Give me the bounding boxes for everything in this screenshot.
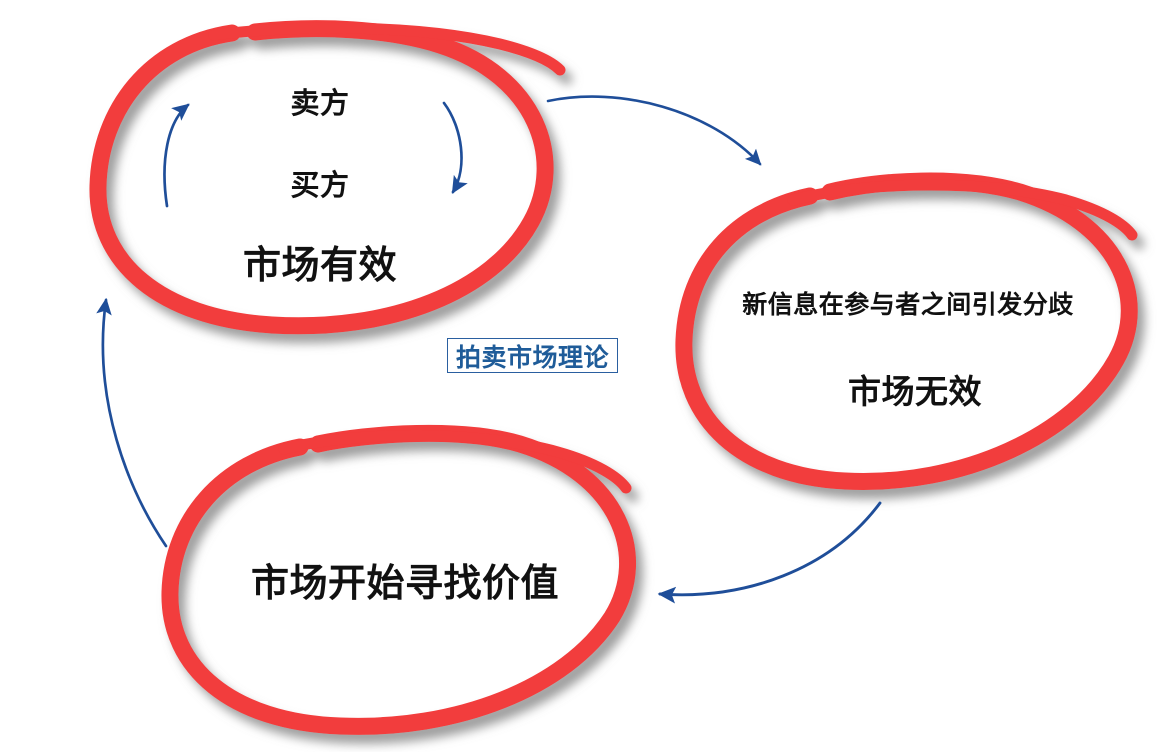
arrow-efficient-to-inefficient xyxy=(546,95,762,166)
market-inefficient-label: 市场无效 xyxy=(848,372,982,411)
arrow-inner-left-up xyxy=(163,103,190,208)
arrow-inner-right-down xyxy=(442,101,468,194)
seller-label: 卖方 xyxy=(290,86,350,120)
arrow-seeking-value-to-efficient xyxy=(96,297,168,548)
market-seeking-value-label: 市场开始寻找价值 xyxy=(250,561,559,605)
new-information-disagreement-label: 新信息在参与者之间引发分歧 xyxy=(742,290,1074,319)
market-inefficient-ellipse xyxy=(675,172,1138,490)
arrow-inefficient-to-seeking-value xyxy=(657,501,882,604)
auction-market-theory-label: 拍卖市场理论 xyxy=(447,338,618,373)
market-seeking-value-ellipse xyxy=(161,424,636,735)
market-efficient-ellipse xyxy=(89,20,566,335)
market-efficient-label: 市场有效 xyxy=(242,243,397,287)
buyer-label: 买方 xyxy=(290,168,350,202)
